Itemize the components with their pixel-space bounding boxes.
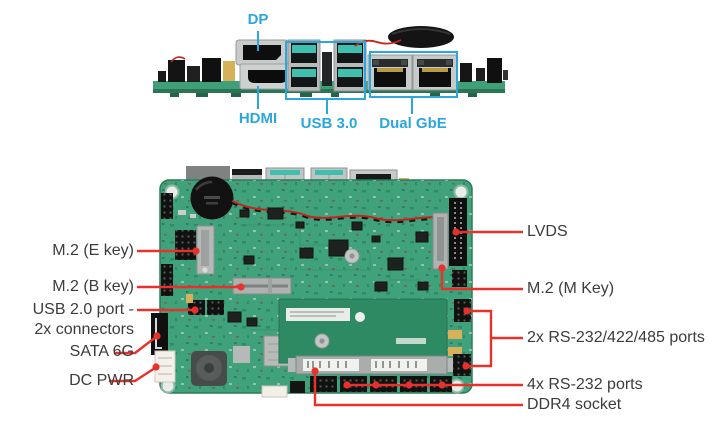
fan-connector bbox=[261, 385, 288, 398]
dc-pwr-label: DC PWR bbox=[69, 372, 134, 389]
usb3-port-stack-2 bbox=[333, 39, 367, 92]
usb3-label: USB 3.0 bbox=[300, 115, 358, 132]
board-top-view bbox=[151, 166, 473, 398]
lvds-label: LVDS bbox=[527, 223, 568, 240]
edge-pcb-underside-parts bbox=[170, 93, 477, 97]
dual-gbe-label: Dual GbE bbox=[379, 115, 447, 132]
ddr4-sodimm-area bbox=[278, 298, 448, 364]
edge-right-components bbox=[460, 58, 508, 83]
power-inductor bbox=[191, 351, 227, 386]
assorted-ics bbox=[227, 207, 429, 327]
dp-port bbox=[235, 39, 289, 66]
hdmi-port bbox=[239, 63, 295, 90]
usb-stack-spacer bbox=[322, 52, 332, 86]
m2-e-key-label: M.2 (E key) bbox=[52, 242, 134, 259]
serial-port-headers-right bbox=[448, 270, 471, 376]
regulator-chip bbox=[233, 346, 250, 363]
m2-m-leader-line bbox=[440, 268, 523, 291]
usb3-bracket bbox=[285, 41, 366, 100]
m2-b-key-label: M.2 (B key) bbox=[52, 278, 134, 295]
m2-m-key-slot bbox=[432, 212, 449, 270]
dp-label: DP bbox=[247, 11, 269, 28]
m2-e-key-slot bbox=[196, 225, 215, 275]
dc-pwr-leader-line bbox=[109, 366, 156, 383]
rear-io-edge-view bbox=[153, 26, 508, 114]
gbe-bracket bbox=[369, 51, 458, 98]
m2-m-key-label: M.2 (M Key) bbox=[527, 280, 615, 297]
ddr4-socket-label: DDR4 socket bbox=[527, 396, 622, 413]
edge-view-callouts bbox=[257, 31, 458, 114]
usb2-port-label-line1: USB 2.0 port - bbox=[32, 301, 134, 318]
edge-pcb-strip bbox=[153, 81, 505, 92]
standoff-screws bbox=[314, 248, 360, 349]
ddr4-leader-line bbox=[313, 371, 523, 407]
board-callout-dots bbox=[152, 228, 471, 389]
sata-label: SATA 6G bbox=[69, 343, 134, 360]
hdmi-label: HDMI bbox=[238, 110, 278, 127]
edge-left-components bbox=[158, 56, 235, 82]
gbe-port-1 bbox=[367, 54, 413, 91]
sata-leader-line bbox=[115, 336, 157, 355]
m2-b-key-slot bbox=[232, 277, 292, 295]
board-callouts bbox=[109, 230, 523, 407]
dc-power-connector bbox=[154, 350, 176, 383]
usb3-port-stack-1 bbox=[287, 39, 321, 92]
ddr4-socket bbox=[288, 355, 453, 375]
rs232-ports-label: 4x RS-232 ports bbox=[527, 376, 643, 393]
usb2-port-label-line2: 2x connectors bbox=[34, 321, 134, 338]
front-panel-header bbox=[290, 381, 305, 393]
rs485-ports-label: 2x RS-232/422/485 ports bbox=[527, 329, 705, 346]
gbe-port-2 bbox=[412, 54, 458, 91]
